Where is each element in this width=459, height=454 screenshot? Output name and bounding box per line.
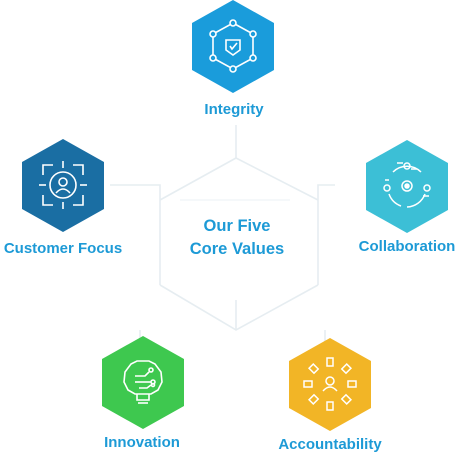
lightbulb-gear-icon — [123, 360, 163, 404]
integrity-hexagon — [192, 0, 274, 93]
title-line-2: Core Values — [189, 240, 285, 258]
innovation-node — [102, 336, 184, 429]
accountability-node — [289, 338, 371, 431]
customer-focus-label: Customer Focus — [3, 240, 123, 257]
accountability-label: Accountability — [278, 436, 382, 453]
person-documents-icon — [303, 357, 357, 411]
shield-check-network-icon — [209, 19, 257, 73]
diagram-title: Our Five Core Values — [190, 215, 284, 261]
connector-lines — [110, 125, 335, 345]
integrity-node — [192, 0, 274, 93]
innovation-label: Innovation — [104, 434, 180, 451]
integrity-label: Integrity — [204, 101, 264, 118]
title-line-1: Our Five — [203, 217, 271, 235]
collaboration-label: Collaboration — [358, 238, 456, 255]
collaboration-cycle-icon — [383, 162, 431, 208]
collaboration-node — [366, 140, 448, 233]
person-target-icon — [39, 161, 87, 209]
customer-focus-node — [22, 139, 104, 232]
